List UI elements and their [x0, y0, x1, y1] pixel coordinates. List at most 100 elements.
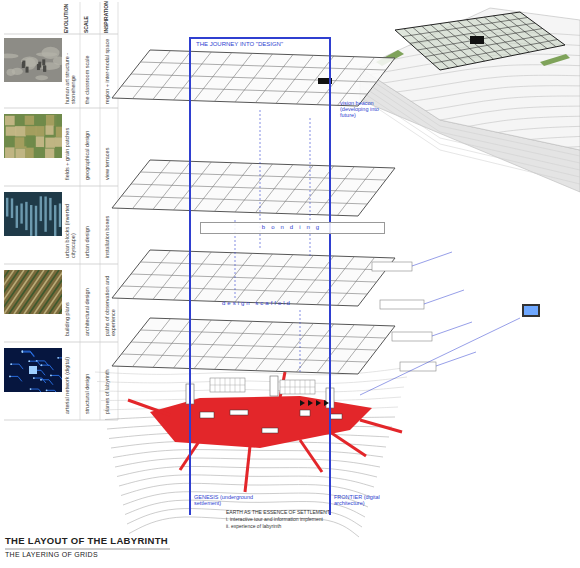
field-patch [6, 127, 17, 136]
arrow-symbol [300, 400, 305, 406]
field-patch [35, 126, 44, 136]
table-cell: architectural design [84, 270, 90, 336]
plan-stripe [49, 270, 62, 314]
diagram-caption: THE LAYERING OF GRIDS [5, 551, 305, 559]
urban-block [35, 206, 37, 236]
field-patch [56, 127, 62, 137]
table-cell: urban design [84, 192, 90, 258]
urban-block [11, 198, 13, 218]
inspiration-photo [4, 114, 62, 158]
circuit-line [47, 390, 59, 392]
inspiration-tile: human art structure - stonehenge [4, 38, 62, 82]
site-render [350, 8, 580, 214]
inspiration-photo [4, 348, 62, 392]
table-rule [4, 34, 118, 35]
urban-block [59, 203, 61, 227]
annotation-label: vision beacon (developing into future) [340, 100, 396, 118]
annotation-label: GENESIS (underground settlement) [194, 494, 260, 506]
arrow-symbol [308, 400, 313, 406]
plane-outline [112, 250, 395, 306]
settlement-path [128, 400, 170, 415]
circuit-line [22, 352, 34, 357]
table-cell: geographical design [84, 114, 90, 180]
annotation-label: i. interactive tour and information impl… [226, 517, 386, 523]
plane-outline [112, 50, 395, 106]
grid-line [141, 172, 386, 180]
field-patch [25, 116, 34, 125]
inspiration-tile: urban blocks (inverted cityscape) [4, 192, 62, 236]
inspiration-tile: building plans [4, 270, 62, 314]
urban-block [16, 206, 18, 228]
inspiration-tile: fields + grain patches [4, 114, 62, 158]
field-patch [15, 149, 25, 158]
terrain-top [360, 8, 580, 150]
photo-background [4, 192, 62, 236]
table-cell: the classroom scale [84, 38, 90, 104]
column-header: INSPIRATION [104, 2, 110, 33]
table-rule [4, 342, 118, 343]
table-cell: structural design [84, 348, 90, 414]
settlement-path [300, 440, 322, 472]
evolution-caption: building plans [64, 270, 70, 336]
annotation-box [392, 332, 432, 341]
table-rule [100, 2, 101, 420]
contour-line [350, 75, 580, 98]
building-block [300, 410, 310, 416]
circuit-line [41, 365, 53, 370]
journey-line [190, 38, 330, 515]
annotation-label: design scaffold [222, 300, 312, 307]
inspiration-photo [4, 192, 62, 236]
diagram-title: THE LAYOUT OF THE LABYRINTH [5, 536, 305, 546]
building-block [262, 428, 278, 433]
circuit-line [29, 361, 41, 366]
grid-line [141, 330, 386, 338]
roof-grid [395, 12, 565, 70]
circuit-dot [33, 377, 35, 379]
settlement-path [330, 432, 366, 456]
circuit-line [51, 375, 62, 380]
annotation-label: ii. experience of labyrinth [226, 524, 386, 530]
leader-line [300, 310, 301, 372]
field-patch [15, 116, 23, 127]
settlement-path [245, 446, 250, 492]
circuit-line [22, 351, 34, 356]
monitor-icon [522, 304, 540, 317]
table-cell: view terraces [104, 114, 110, 180]
grid-plane [112, 318, 395, 374]
urban-block [6, 198, 8, 217]
stone [42, 59, 45, 65]
evolution-caption: urban blocks (inverted cityscape) [64, 192, 76, 258]
circuit-dot [21, 351, 23, 353]
bonding-bar: bonding [200, 222, 385, 234]
plan-stripe [59, 270, 62, 314]
field-patch [45, 138, 55, 148]
contour-line [362, 98, 580, 184]
leader-line [310, 118, 311, 258]
leader-line [360, 318, 520, 395]
urban-block [30, 205, 32, 236]
contour-line [362, 92, 580, 177]
inspiration-table [4, 2, 118, 420]
circuit-dot [50, 375, 52, 377]
site-plan [95, 367, 410, 537]
grid-line [131, 184, 377, 192]
annotation-box [380, 300, 424, 309]
roof-line [433, 40, 558, 64]
leader-line [432, 322, 472, 336]
field-patch [55, 137, 62, 147]
grid-line [131, 342, 377, 350]
annotation-label: EARTH AS THE ESSENCE OF SETTLEMENT [226, 510, 376, 516]
urban-block [54, 205, 56, 236]
contour-line [350, 146, 580, 170]
plane-outline [112, 160, 395, 216]
field-patch [45, 126, 53, 135]
leader-line [424, 290, 464, 304]
chip [29, 366, 37, 374]
plane-outline [112, 318, 395, 374]
building-block [230, 410, 248, 415]
pillar [270, 376, 278, 396]
field-patch [24, 137, 33, 146]
urban-block [20, 203, 22, 223]
contour-line [123, 492, 368, 507]
circuit-dot [21, 350, 23, 352]
